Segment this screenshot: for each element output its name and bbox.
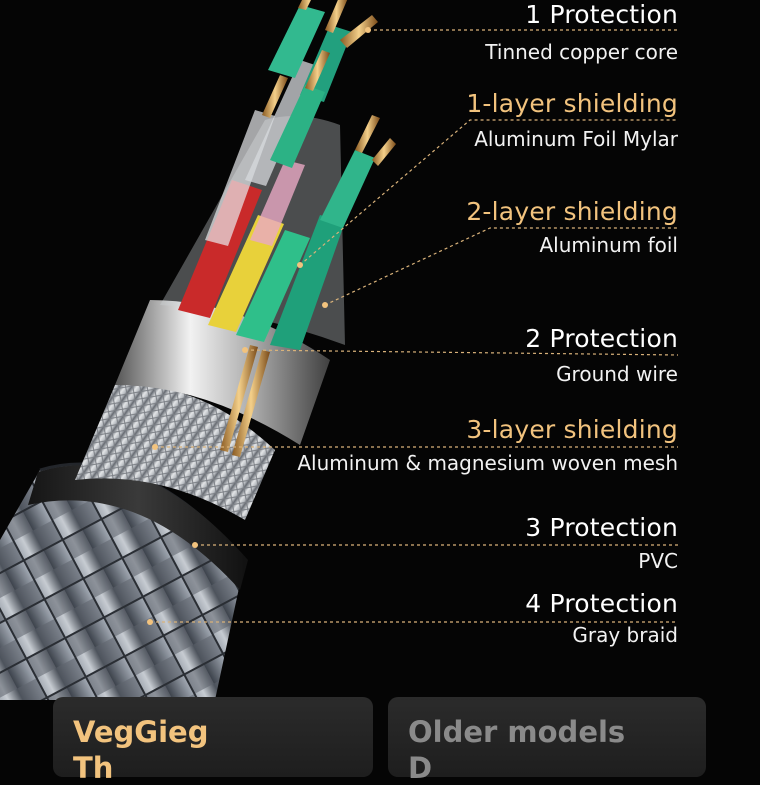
card-line-2: D <box>408 751 433 785</box>
layer-subtitle: Ground wire <box>556 362 678 386</box>
leader-lines <box>150 29 679 623</box>
layer-title: 4 Protection <box>525 589 678 618</box>
layer-subtitle: Aluminum foil <box>539 233 678 257</box>
card-line-2: Th <box>73 751 114 785</box>
layer-title: 3 Protection <box>525 513 678 542</box>
layer-label-6: 3 Protection PVC <box>525 513 678 573</box>
layer-subtitle: PVC <box>638 549 678 573</box>
layer-subtitle: Gray braid <box>572 623 678 647</box>
woven-mesh-layer <box>75 384 275 520</box>
layer-label-3: 2-layer shielding Aluminum foil <box>466 197 678 257</box>
comparison-card-new: VegGieg Th <box>53 697 373 785</box>
inner-wire-bundle <box>160 0 396 457</box>
layer-label-4: 2 Protection Ground wire <box>525 324 678 386</box>
layer-label-2: 1-layer shielding Aluminum Foil Mylar <box>466 89 678 151</box>
layer-title: 3-layer shielding <box>466 415 678 444</box>
layer-label-1: 1 Protection Tinned copper core <box>485 0 678 64</box>
layer-subtitle: Aluminum & magnesium woven mesh <box>297 451 678 475</box>
layer-title: 2 Protection <box>525 324 678 353</box>
cable-illustration <box>0 0 679 700</box>
cable-diagram: 1 Protection Tinned copper core 1-layer … <box>0 0 706 785</box>
pvc-sleeve <box>28 465 248 590</box>
card-title: VegGieg <box>73 715 209 749</box>
layer-label-5: 3-layer shielding Aluminum & magnesium w… <box>297 415 678 475</box>
layer-title: 1-layer shielding <box>466 89 678 118</box>
layer-title: 2-layer shielding <box>466 197 678 226</box>
layer-label-7: 4 Protection Gray braid <box>525 589 678 647</box>
leader-dots <box>147 27 371 625</box>
card-title: Older models <box>408 715 626 749</box>
comparison-card-old: Older models D <box>388 697 706 785</box>
layer-subtitle: Aluminum Foil Mylar <box>474 127 678 151</box>
layer-subtitle: Tinned copper core <box>485 40 678 64</box>
layer-title: 1 Protection <box>525 0 678 29</box>
